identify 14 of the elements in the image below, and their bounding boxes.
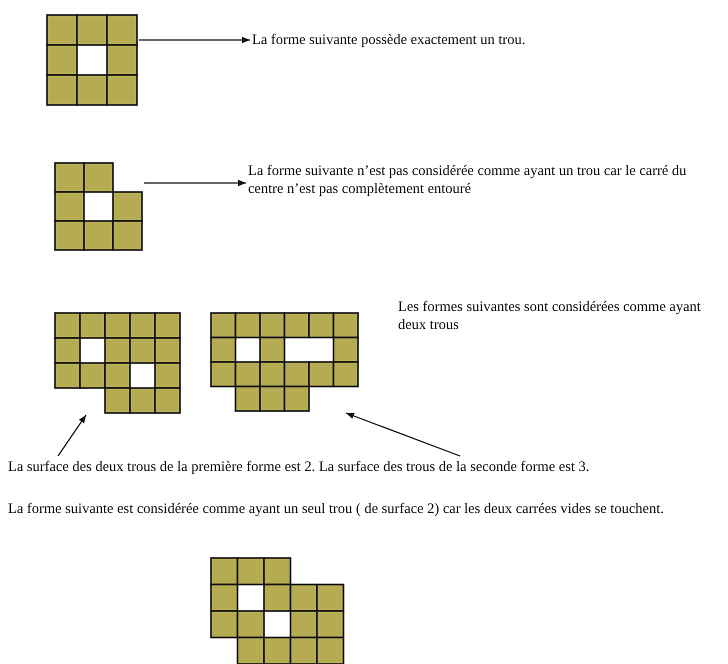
grid-shape-drawing	[210, 312, 359, 412]
note-text: Les formes suivantes sont considérées comme ayant deux trous	[398, 298, 702, 334]
statement-text: La forme suivante possède exactement un trou.	[252, 31, 712, 49]
statement-text: La surface des deux trous de la première forme est 2. La surface des trous de la seconde forme est 3.	[8, 458, 590, 476]
grid-shape-drawing	[210, 557, 344, 664]
arrow	[139, 36, 250, 44]
arrow	[58, 414, 86, 456]
grid-shape-drawing	[46, 14, 138, 106]
note-text: La forme suivante est considérée comme ayant un seul trou ( de surface 2) car les deux carrées vides se touchent.	[8, 500, 665, 518]
grid-shape-drawing	[54, 162, 143, 251]
arrow	[144, 180, 246, 186]
arrow	[346, 412, 460, 457]
statement-text: La forme suivante n’est pas considérée comme ayant un trou car le carré du centre n’est pas complètement entouré	[248, 162, 693, 198]
grid-shape-drawing	[54, 312, 181, 414]
